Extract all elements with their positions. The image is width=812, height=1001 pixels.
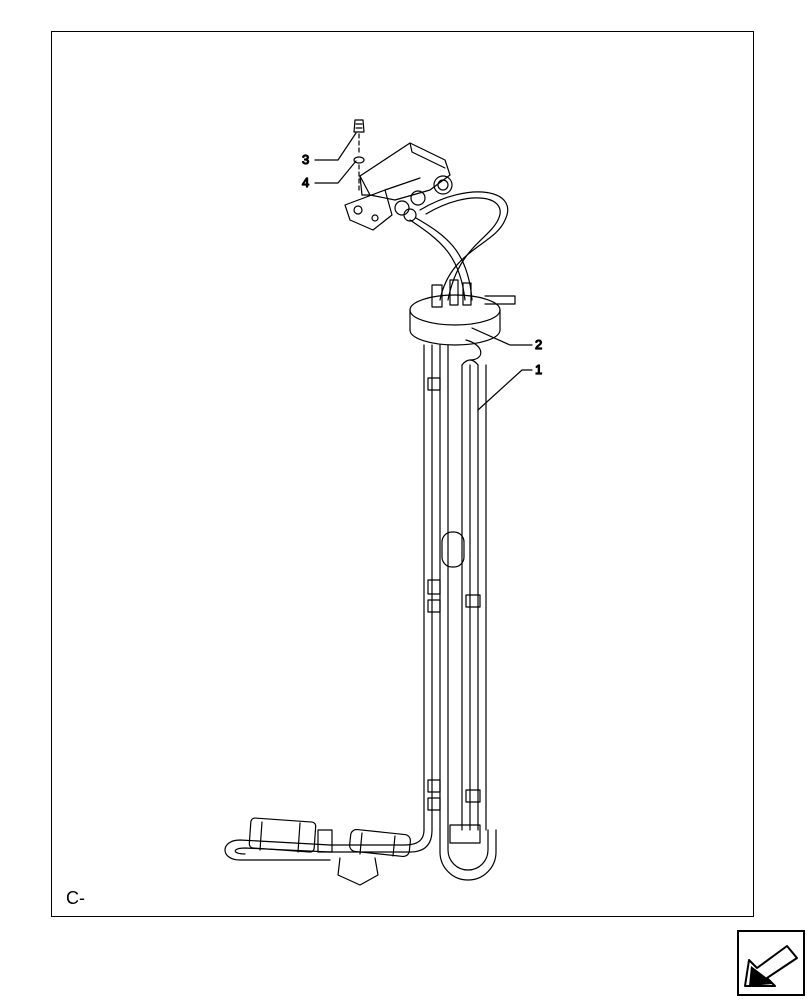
vertical-tubes [423,344,487,831]
horizontal-hose [224,817,411,886]
callout-3: 3 [302,152,309,167]
hose-loop [409,191,509,301]
diagram-frame [51,31,754,917]
nav-button[interactable] [737,930,805,996]
view-label: C- [66,888,85,908]
valve-block [344,142,453,231]
callout-4: 4 [302,175,309,190]
bottom-bend [329,824,497,881]
flange-plate [409,279,516,361]
washer [353,156,365,191]
arrow-left-down-icon [737,930,805,996]
callout-1: 1 [535,362,542,377]
callout-leaders [314,132,533,411]
callout-2: 2 [535,337,542,352]
bolt [353,119,365,156]
